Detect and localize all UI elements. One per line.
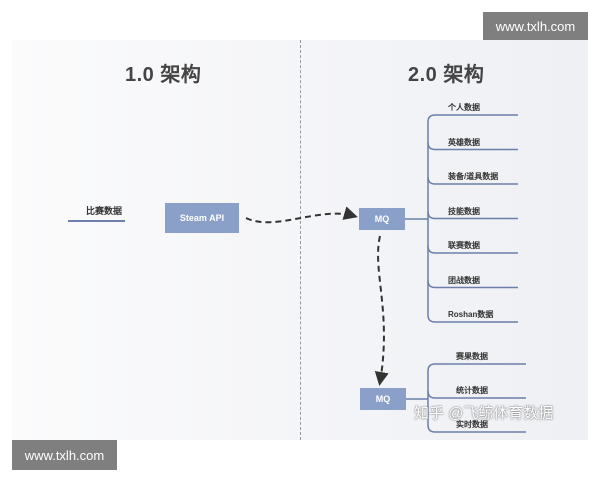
branch-label: 个人数据 <box>448 103 480 112</box>
branch-line <box>427 245 518 254</box>
mq-secondary-node: MQ <box>360 388 406 410</box>
heading-v1: 1.0 架构 <box>125 64 202 86</box>
zhihu-watermark: 知乎 @飞鲸体育数据 <box>414 405 554 422</box>
version-divider <box>300 40 301 440</box>
arrow-steam-to-mq <box>245 206 358 224</box>
source-label: 比赛数据 <box>86 206 123 216</box>
branch-label: Roshan数据 <box>448 310 494 319</box>
source-line <box>68 220 125 222</box>
branch-label: 英雄数据 <box>448 137 480 147</box>
steam-api-node: Steam API <box>165 203 239 233</box>
branch-line <box>427 390 526 399</box>
branch-trunk <box>427 363 436 433</box>
branch-label: 实时数据 <box>456 420 488 429</box>
branch-label: 联赛数据 <box>448 241 480 250</box>
branches-primary <box>427 114 518 323</box>
branch-line <box>427 176 518 185</box>
branch-label: 团战数据 <box>448 275 480 285</box>
branch-line <box>427 142 518 151</box>
site-watermark-top: www.txlh.com <box>483 12 588 40</box>
branch-trunk <box>427 114 436 323</box>
branch-line <box>427 280 518 289</box>
mq-primary-node: MQ <box>359 208 405 230</box>
site-watermark-bottom: www.txlh.com <box>12 440 117 470</box>
branch-label: 赛果数据 <box>456 352 488 361</box>
branch-label: 技能数据 <box>448 206 480 216</box>
branch-label: 统计数据 <box>456 386 488 395</box>
branches-secondary <box>427 363 526 433</box>
branch-label: 装备/道具数据 <box>448 172 499 181</box>
heading-v2: 2.0 架构 <box>408 64 485 86</box>
arrow-mq-to-mq <box>374 235 389 386</box>
branch-line <box>427 211 518 220</box>
